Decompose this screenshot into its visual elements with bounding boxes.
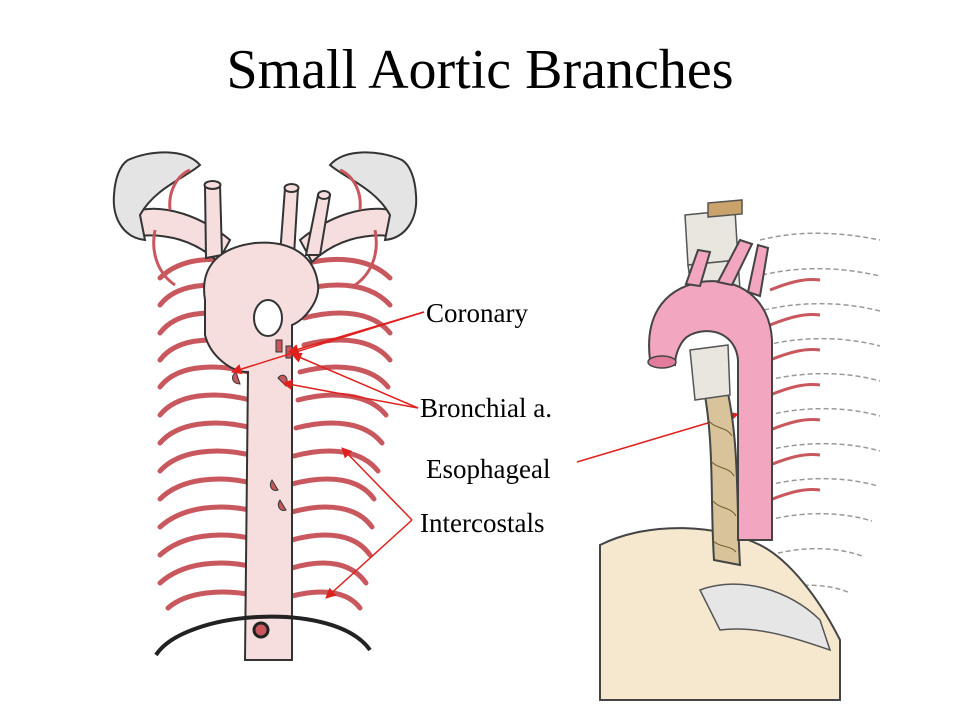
aortic-hiatus: [252, 621, 270, 639]
label-coronary: Coronary: [426, 298, 528, 328]
label-esophageal: Esophageal: [426, 454, 551, 484]
lateral-diaphragm-fold: [698, 583, 832, 652]
aorta-lateral-branches: [684, 238, 770, 298]
label-intercostals: Intercostals: [420, 508, 545, 538]
great-vessels: [203, 180, 332, 260]
trachea-top: [707, 199, 743, 218]
upper-branch-twigs: [152, 168, 378, 287]
aortic-root-opening: [253, 299, 283, 337]
esophagus: [700, 379, 742, 567]
aorta-lateral: [648, 280, 773, 541]
aorta-lateral-root: [647, 355, 677, 369]
shoulder-clavicles: [112, 151, 418, 242]
slide-title: Small Aortic Branches: [226, 39, 734, 101]
diaphragm: [154, 614, 372, 657]
rib-outlines: [759, 232, 881, 594]
intercostal-arteries-right: [289, 256, 393, 611]
esophageal-branch-lines: [707, 419, 737, 553]
label-bronchial-artery: Bronchial a.: [420, 393, 552, 423]
posterior-intercostals: [769, 278, 821, 502]
